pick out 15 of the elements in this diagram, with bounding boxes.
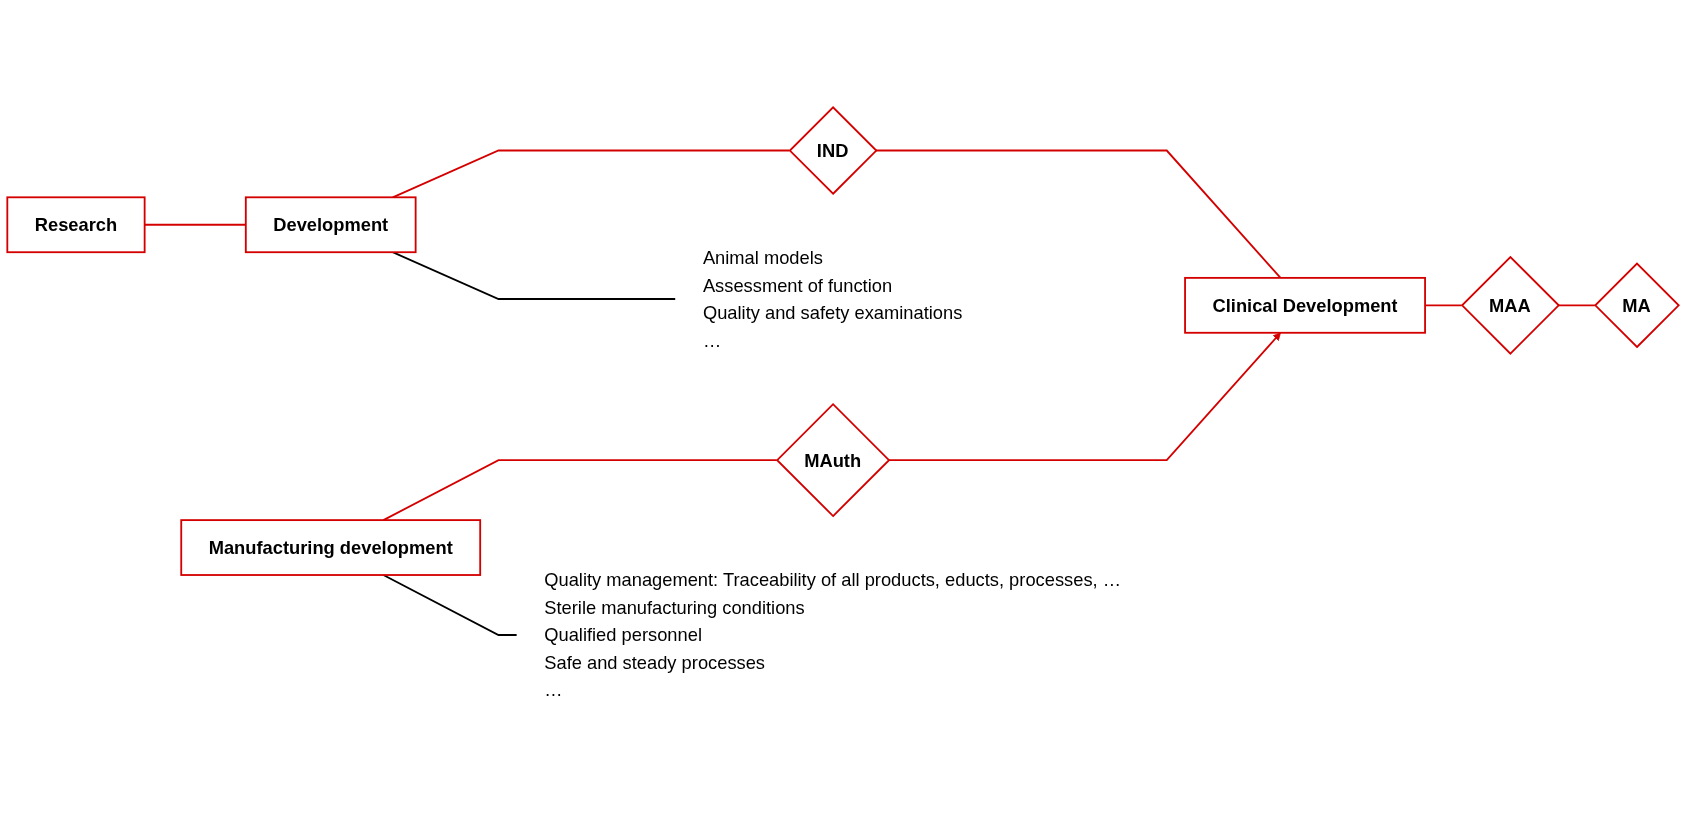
node-box: Clinical Development [1184,276,1426,334]
node-text: Quality management: Traceability of all products, educts, processes, … Sterile manufacturing conditions Qualified personnel Safe and steady processes … [544,569,1122,700]
node-box: Development [244,196,417,253]
node-diamond: MA [1594,262,1680,348]
connector [382,573,518,636]
connector [1557,304,1596,306]
arrow [887,332,1281,461]
node-text: Animal models Assessment of function Quality and safety examinations … [702,247,963,350]
connector [382,458,778,521]
node-box: Research [6,196,146,253]
node-diamond: IND [788,105,878,195]
connector [391,250,677,300]
node-diamond: MAA [1460,255,1560,355]
node-diamond: MAuth [775,402,891,517]
node-box: Manufacturing development [180,518,482,576]
